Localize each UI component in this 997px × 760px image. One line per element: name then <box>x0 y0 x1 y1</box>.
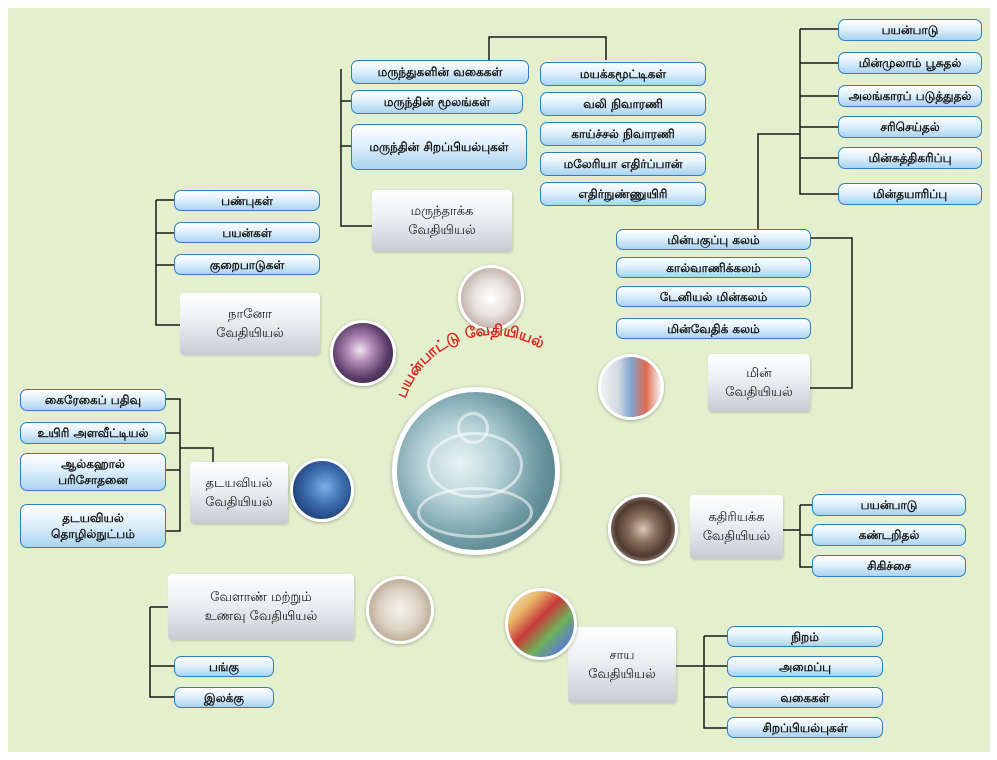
pill-role[interactable]: பங்கு <box>174 656 274 677</box>
pill-target[interactable]: இலக்கு <box>174 687 274 708</box>
pill-forensic-tech[interactable]: தடயவியல் தொழில்நுட்பம் <box>20 504 166 548</box>
nano-chemistry-label: நானோ வேதியியல் <box>180 293 320 355</box>
pill-treatment[interactable]: சிகிச்சை <box>812 555 966 577</box>
center-photo <box>392 387 560 555</box>
pill-alcohol-test[interactable]: ஆல்கஹால் பரிசோதனை <box>20 453 166 491</box>
pill-drug-sources[interactable]: மருந்தின் மூலங்கள் <box>351 90 523 114</box>
pill-drug-properties[interactable]: மருந்தின் சிறப்பியல்புகள் <box>351 124 527 170</box>
pill-antimalarial[interactable]: மலேரியா எதிர்ப்பான் <box>540 152 706 176</box>
pill-colour[interactable]: நிறம் <box>727 626 883 647</box>
pill-daniell-cell[interactable]: டேனியல் மின்கலம் <box>616 286 811 307</box>
pill-electro-use[interactable]: பயன்பாடு <box>838 19 982 41</box>
dye-chemistry-label: சாய வேதியியல் <box>568 627 676 703</box>
dye-photo-thumbnail <box>505 588 577 660</box>
pill-analgesic[interactable]: வலி நிவாரணி <box>540 92 706 116</box>
battery-photo-thumbnail <box>598 354 664 420</box>
nano-photo-thumbnail <box>330 320 396 386</box>
pill-radio-use[interactable]: பயன்பாடு <box>812 494 966 516</box>
forensic-photo-thumbnail <box>290 458 354 522</box>
pill-fingerprint[interactable]: கைரேகைப் பதிவு <box>20 389 166 411</box>
radiochemistry-label: கதிரியக்க வேதியியல் <box>690 495 783 559</box>
pill-nano-limitations[interactable]: குறைபாடுகள் <box>174 254 320 275</box>
pill-biometrics[interactable]: உயிரி அளவீட்டியல் <box>20 422 166 444</box>
pill-structure[interactable]: அமைப்பு <box>727 656 883 677</box>
pill-characteristics[interactable]: சிறப்பியல்புகள் <box>727 717 883 738</box>
pill-electrochemical-cell[interactable]: மின்வேதிக் கலம் <box>616 318 811 339</box>
svg-text:பயன்பாட்டு வேதியியல்: பயன்பாட்டு வேதியியல் <box>392 321 548 401</box>
pill-repair[interactable]: சரிசெய்தல் <box>838 116 982 138</box>
pill-antipyretic[interactable]: காய்ச்சல் நிவாரணி <box>540 122 706 146</box>
pill-detection[interactable]: கண்டறிதல் <box>812 524 966 546</box>
center-title: பயன்பாட்டு வேதியியல் <box>392 321 548 401</box>
pills-photo-thumbnail <box>458 265 524 331</box>
pill-electroplating[interactable]: மின்முலாம் பூசுதல் <box>838 52 982 74</box>
pill-types[interactable]: வகைகள் <box>727 687 883 708</box>
pill-nano-uses[interactable]: பயன்கள் <box>174 222 320 243</box>
agri-food-chemistry-label: வேளாண் மற்றும் உணவு வேதியியல் <box>168 574 354 640</box>
pill-electrorefining[interactable]: மின்சுத்திகரிப்பு <box>838 147 982 169</box>
pill-decoration[interactable]: அலங்காரப் படுத்துதல் <box>838 85 982 107</box>
electrochemistry-label: மின் வேதியியல் <box>708 354 810 412</box>
medicinal-chemistry-label: மருந்தாக்க வேதியியல் <box>372 190 512 252</box>
agri-photo-thumbnail <box>366 576 434 644</box>
pill-anaesthetics[interactable]: மயக்கமூட்டிகள் <box>540 62 706 86</box>
pill-galvanic-cell[interactable]: கால்வாணிக்கலம் <box>616 257 811 278</box>
pill-electrolytic-cell[interactable]: மின்பகுப்பு கலம் <box>616 229 811 250</box>
pill-nano-properties[interactable]: பண்புகள் <box>174 190 320 211</box>
pill-antimicrobial[interactable]: எதிர்நுண்ணுயிரி <box>540 182 706 206</box>
radiation-photo-thumbnail <box>608 494 678 564</box>
pill-electro-production[interactable]: மின்தயாரிப்பு <box>838 183 982 205</box>
pill-drug-types[interactable]: மருந்துகளின் வகைகள் <box>351 60 529 84</box>
forensic-chemistry-label: தடயவியல் வேதியியல் <box>190 462 288 524</box>
